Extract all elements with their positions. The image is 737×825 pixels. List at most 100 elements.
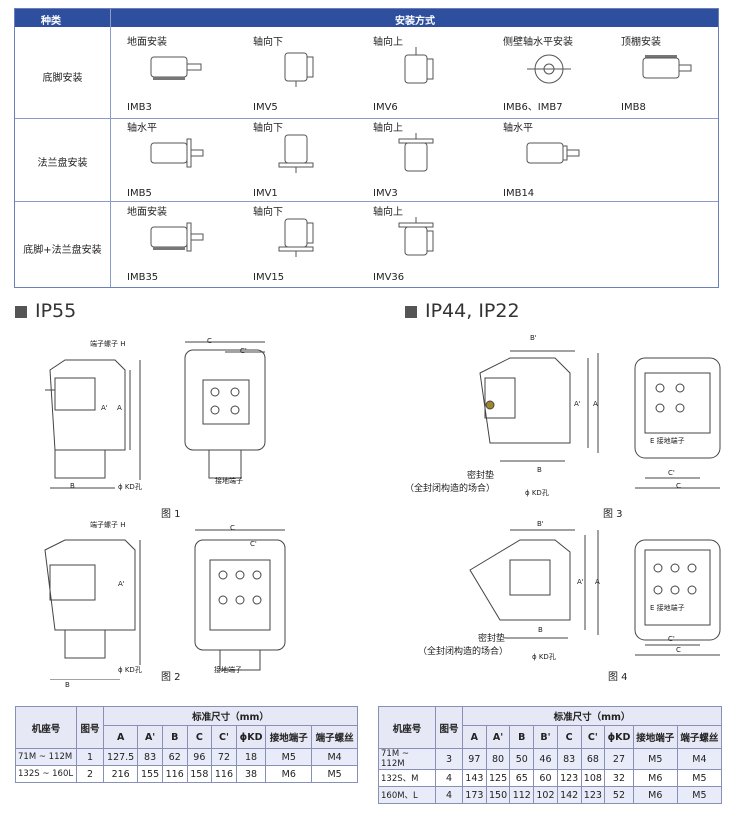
table-cell: 80 — [485, 748, 511, 770]
table-cell: 72 — [211, 748, 237, 766]
table-cell: 71M ~ 112M — [15, 748, 77, 766]
table-cell: 1 — [76, 748, 104, 766]
table-cell: M5 — [676, 769, 723, 787]
row-divider — [15, 118, 718, 119]
motor-ceiling-mount-icon — [642, 55, 692, 79]
table-cell: 142 — [556, 786, 582, 804]
mount-code: IMB35 — [127, 272, 159, 283]
table-column-header: C' — [580, 725, 606, 749]
square-bullet-icon — [15, 305, 27, 318]
col-std-size: 标准尺寸（mm） — [462, 706, 722, 726]
mount-item-title: 轴水平 — [127, 123, 157, 134]
dim-label: C — [230, 524, 235, 532]
motor-shaft-up-icon — [404, 47, 434, 84]
table-cell: 2 — [76, 765, 104, 783]
label-seal-note: （全封闭构造的场合） — [418, 647, 509, 657]
mount-item-title: 顶棚安装 — [621, 37, 661, 48]
table-cell: 46 — [533, 748, 558, 770]
mount-code: IMB6、IMB7 — [503, 102, 563, 113]
mount-code: IMV3 — [373, 188, 398, 199]
table-cell: 96 — [186, 748, 213, 766]
table-column-header: 端子螺丝 — [311, 725, 358, 749]
mount-code: IMB14 — [503, 188, 535, 199]
motor-foot-flange-icon — [150, 222, 204, 252]
figure-caption: 图 3 — [603, 509, 623, 520]
terminal-box-diagram-fig1 — [45, 341, 266, 489]
mount-item: 轴向下 IMV5 — [253, 33, 363, 113]
mount-code: IMV6 — [373, 102, 398, 113]
mount-item-title: 轴向上 — [373, 207, 403, 218]
motor-shaft-down-icon — [284, 52, 314, 87]
row-label-flange: 法兰盘安装 — [37, 158, 88, 169]
row-divider — [15, 201, 718, 202]
col-frame: 机座号 — [378, 706, 436, 749]
table-cell: 116 — [161, 765, 188, 783]
mount-code: IMB5 — [127, 188, 152, 199]
dim-label: C' — [250, 540, 257, 548]
table-cell: 52 — [604, 786, 634, 804]
motor-foot-flange-up-icon — [398, 217, 434, 256]
table-cell: 143 — [462, 769, 487, 787]
mount-item: 顶棚安装 IMB8 — [621, 33, 731, 113]
label-earth-terminal: E 接地端子 — [650, 437, 685, 445]
table-column-header: C' — [211, 725, 237, 749]
motor-foot-flange-down-icon — [278, 218, 314, 257]
table-column-header: A — [102, 725, 139, 749]
row-label-foot-flange: 底脚+法兰盘安装 — [23, 245, 102, 256]
table-column-header: A' — [137, 725, 163, 749]
table-cell: M6 — [632, 769, 678, 787]
table-cell: 150 — [485, 786, 511, 804]
header-method: 安装方式 — [395, 16, 435, 27]
table-cell: 65 — [509, 769, 535, 787]
table-cell: 97 — [462, 748, 487, 770]
table-cell: 60 — [533, 769, 558, 787]
label-seal-note: （全封闭构造的场合） — [405, 484, 496, 494]
label-earth-terminal: E 接地端子 — [650, 604, 685, 612]
figure-caption: 图 1 — [161, 509, 181, 520]
table-cell: 160M、L — [378, 786, 436, 804]
mount-item-title: 地面安装 — [127, 207, 167, 218]
table-cell: M5 — [676, 786, 723, 804]
motor-face-mount-icon — [526, 142, 580, 164]
table-cell: 83 — [556, 748, 582, 770]
col-std-size: 标准尺寸（mm） — [103, 706, 358, 726]
dim-label: B — [538, 626, 543, 634]
dim-label: C' — [240, 347, 247, 355]
table-column-header: A — [462, 725, 487, 749]
table-cell: 132S、M — [378, 769, 436, 787]
table-cell: 112 — [509, 786, 535, 804]
dim-label: C — [676, 482, 681, 490]
table-cell: 127.5 — [102, 748, 139, 766]
mount-item: 轴水平 IMB14 — [503, 119, 613, 199]
mount-item: 轴向上 IMV6 — [373, 33, 483, 113]
table-cell: 102 — [533, 786, 558, 804]
table-cell: 71M ~ 112M — [378, 748, 436, 770]
dim-label: B — [65, 681, 70, 689]
table-column-header: A' — [485, 725, 511, 749]
table-column-header: B — [509, 725, 535, 749]
table-cell: 68 — [580, 748, 606, 770]
section-title: IP44, IP22 — [425, 300, 520, 322]
terminal-box-diagram-fig4 — [469, 529, 721, 656]
mount-code: IMV36 — [373, 272, 405, 283]
table-cell: M4 — [676, 748, 723, 770]
mount-code: IMV15 — [253, 272, 285, 283]
mount-item-title: 轴向下 — [253, 207, 283, 218]
table-cell: M6 — [632, 786, 678, 804]
label-kd-hole: ϕ KD孔 — [118, 483, 142, 491]
header-type: 种类 — [41, 16, 61, 27]
table-column-header: 接地端子 — [265, 725, 313, 749]
mount-item-title: 轴水平 — [503, 123, 533, 134]
mount-item: 轴向上 IMV36 — [373, 203, 483, 283]
table-cell: M4 — [311, 748, 358, 766]
mount-item: 地面安装 IMB35 — [127, 203, 237, 283]
label-kd-hole: ϕ KD孔 — [118, 666, 142, 674]
label-seal: 密封垫 — [478, 634, 506, 644]
motor-flange-horizontal-icon — [150, 138, 204, 168]
column-divider — [110, 9, 111, 287]
mount-item: 侧壁轴水平安装 IMB6、IMB7 — [503, 33, 613, 113]
